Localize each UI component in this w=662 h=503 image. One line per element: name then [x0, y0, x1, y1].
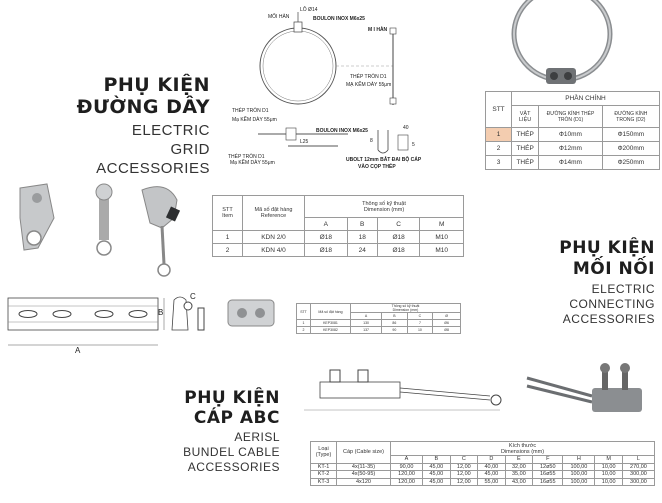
dim-label-c: C — [190, 292, 196, 301]
grid-heading-vn-2: ĐƯỜNG DÂY — [76, 96, 210, 118]
table-row: 2 THÉP Ф12mm Ф200mm — [485, 141, 661, 156]
clamp-parts-photo — [2, 178, 202, 278]
col-stt: STT — [485, 91, 512, 128]
grid-heading-en-2: GRID ACCESSORIES — [96, 141, 210, 177]
col-cap: Cáp (Cable size) — [336, 441, 391, 464]
table-row: 2 KEP3082 137 90 10 Ø8 — [296, 326, 461, 334]
connecting-heading: PHỤ KIỆN MỐI NỐI ELECTRIC CONNECTING ACC… — [490, 238, 655, 327]
table-row: 1 KEP3081 130 86 7 Ø6 — [296, 319, 461, 327]
grid-heading-en-1: ELECTRIC — [131, 122, 210, 139]
connecting-heading-vn-2: MỐI NỐI — [572, 259, 655, 279]
col-d2: ĐƯỜNG KÍNH TRONG (D2) — [601, 105, 661, 128]
abc-heading-vn-2: CÁP ABC — [193, 408, 280, 428]
label-moi-han-top: MỐI HÀN — [268, 14, 290, 20]
label-ma-kem-left: Mạ KẼM DÀY 55μm — [232, 117, 277, 123]
ring-clamp-photo — [502, 0, 622, 88]
label-lo: LỖ Ø14 — [300, 7, 318, 13]
label-dim-5: 5 — [412, 142, 415, 148]
label-boulon-top: BOULON INOX M6x25 — [313, 16, 365, 22]
connecting-heading-en-3: ACCESSORIES — [562, 312, 655, 326]
grid-heading-vn-1: PHỤ KIỆN — [103, 74, 210, 96]
abc-heading-vn-1: PHỤ KIỆN — [184, 388, 280, 408]
label-thep-tron-small: THÉP TRÒN D1 — [228, 154, 265, 160]
label-ubolt-2: VÀO CỌP THÉP — [358, 164, 396, 170]
connecting-heading-vn-1: PHỤ KIỆN — [559, 238, 655, 258]
splice-bar-drawing: A B C — [2, 290, 287, 360]
abc-heading-en-3: ACCESSORIES — [187, 460, 280, 474]
connecting-heading-en-2: CONNECTING — [569, 297, 655, 311]
abc-clamp-drawing — [300, 362, 520, 427]
abc-clamp-photo — [522, 358, 657, 428]
table-row: KT-2 4x(50-95) 120,00 45,00 12,00 45,00 … — [310, 470, 656, 479]
label-dim-40: 40 — [403, 125, 409, 131]
label-dim-l25: L25 — [300, 139, 309, 145]
table-row: 3 THÉP Ф14mm Ф250mm — [485, 155, 661, 170]
label-ma-kem-right: MẠ KẼM DÀY 55μm — [346, 82, 392, 88]
table-row: 1 THÉP Ф10mm Ф150mm — [485, 127, 661, 142]
label-boulon-bottom: BOULON INOX M6x25 — [316, 128, 368, 134]
label-thep-tron-right: THÉP TRÒN D1 — [350, 74, 387, 80]
grid-heading: PHỤ KIỆN ĐƯỜNG DÂY ELECTRIC GRID ACCESSO… — [60, 74, 210, 178]
col-group: PHẦN CHÍNH — [511, 91, 660, 106]
col-loai: Loại(Type) — [310, 441, 337, 464]
label-ma-kem-small: Mạ KẼM DÀY 55μm — [230, 160, 275, 166]
connecting-heading-en-1: ELECTRIC — [591, 282, 655, 296]
abc-heading-en-1: AERISL — [234, 430, 280, 444]
table-row: 1 KDN 2/0 Ø18 18 Ø18 M10 — [212, 230, 464, 244]
table-row: 2 KDN 4/0 Ø18 24 Ø18 M10 — [212, 243, 464, 257]
label-ubolt: UBOLT 12mm BẮT ĐAI BỘ CÁP — [346, 157, 422, 163]
ring-clamp-drawing: LỖ Ø14 MỐI HÀN BOULON INOX M6x25 M I HÀN… — [228, 0, 428, 178]
table-row: KT-3 4x120 120,00 45,00 12,00 55,00 43,0… — [310, 477, 656, 486]
ring-clamp-table: STT PHẦN CHÍNH VẬT LIỆU ĐƯỜNG KÍNH THÉP … — [485, 91, 661, 170]
abc-heading: PHỤ KIỆN CÁP ABC AERISL BUNDEL CABLE ACC… — [140, 388, 280, 475]
dim-label-a: A — [75, 346, 81, 355]
label-thep-tron-left: THÉP TRÒN D1 — [232, 108, 269, 114]
ring-clamp-drawing-svg — [258, 12, 409, 154]
dim-label-b: B — [158, 308, 164, 317]
table-row: KT-1 4x(11-35) 90,00 45,00 12,00 40,00 3… — [310, 462, 656, 471]
col-d1: ĐƯỜNG KÍNH THÉP TRÒN (D1) — [538, 105, 603, 128]
label-m-han: M I HÀN — [368, 27, 388, 33]
col-vatlieu: VẬT LIỆU — [510, 105, 540, 128]
abc-heading-en-2: BUNDEL CABLE — [183, 445, 280, 459]
label-dim-8: 8 — [370, 138, 373, 144]
